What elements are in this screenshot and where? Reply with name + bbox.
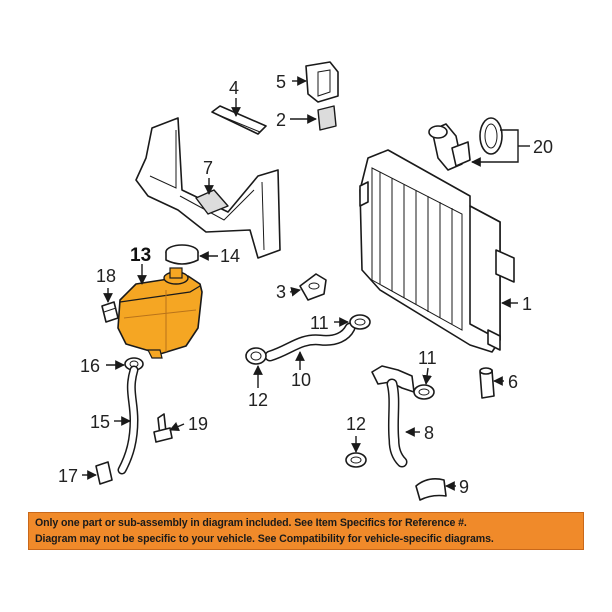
lower-hose-part[interactable]	[371, 365, 415, 468]
callout-16: 16	[80, 356, 100, 376]
callout-1: 1	[522, 294, 532, 314]
hose-clamp-part-12-left[interactable]	[245, 347, 267, 365]
callout-15: 15	[90, 412, 110, 432]
mount-bolt-part[interactable]	[101, 301, 119, 323]
callout-18: 18	[96, 266, 116, 286]
callout-14: 14	[220, 246, 240, 266]
callout-12-lower: 12	[346, 414, 366, 434]
hose-clamp-part-17[interactable]	[95, 461, 113, 485]
callout-17: 17	[58, 466, 78, 486]
hose-clamp-part-11-lower[interactable]	[413, 384, 435, 400]
notice-line-2: Diagram may not be specific to your vehi…	[35, 533, 494, 545]
callout-10: 10	[291, 370, 311, 390]
reservoir-cap-part[interactable]	[165, 244, 199, 265]
reservoir-hose-part[interactable]	[117, 365, 139, 475]
callout-13: 13	[130, 245, 151, 266]
callout-6: 6	[508, 372, 518, 392]
mount-cushion-part[interactable]	[415, 478, 447, 501]
coolant-reservoir-part[interactable]	[117, 267, 203, 359]
hose-clamp-part-12-lower[interactable]	[345, 452, 367, 468]
drain-plug-part[interactable]	[479, 367, 495, 399]
seal-strip-part[interactable]	[211, 105, 267, 135]
callout-2: 2	[276, 110, 286, 130]
callout-7: 7	[203, 158, 213, 178]
seal-ring-part[interactable]	[479, 117, 503, 155]
radiator-part[interactable]	[359, 149, 515, 353]
callout-11-upper: 11	[310, 313, 329, 333]
callout-5: 5	[276, 72, 286, 92]
connector-part[interactable]	[305, 61, 339, 103]
bracket-part[interactable]	[299, 273, 327, 301]
callout-20: 20	[533, 137, 553, 157]
outlet-neck-part[interactable]	[428, 123, 471, 171]
upper-hose-part[interactable]	[264, 322, 356, 362]
hose-clamp-part-11-upper[interactable]	[349, 314, 371, 330]
level-sensor-part[interactable]	[153, 413, 173, 443]
callout-12-left: 12	[248, 390, 268, 410]
radiator-support-duct-part[interactable]	[135, 117, 281, 259]
callout-leaders	[82, 76, 530, 491]
callout-9: 9	[459, 477, 469, 497]
notice-line-1: Only one part or sub-assembly in diagram…	[35, 517, 467, 529]
callout-3: 3	[276, 282, 286, 302]
callout-4: 4	[229, 78, 239, 98]
callout-11-lower: 11	[418, 348, 437, 368]
callout-8: 8	[424, 423, 434, 443]
clip-part[interactable]	[317, 105, 337, 131]
callout-19: 19	[188, 414, 208, 434]
disclaimer-notice: Only one part or sub-assembly in diagram…	[28, 512, 584, 550]
